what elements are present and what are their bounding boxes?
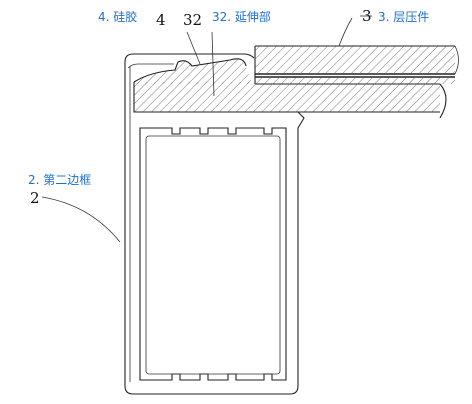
silicone-part (133, 58, 252, 84)
label-silicone-number: 4 (156, 11, 166, 29)
label-laminate-number: 3 (362, 7, 372, 25)
label-extension-blue: 32. 延伸部 (212, 9, 271, 24)
label-second-frame-blue: 2. 第二边框 (28, 173, 91, 187)
label-extension-number: 32 (183, 11, 202, 29)
leader-extension (211, 31, 215, 97)
second-frame-part (124, 53, 305, 395)
label-second-frame-number: 2 (30, 189, 40, 207)
label-laminate-blue: 3. 层压件 (378, 10, 429, 24)
leader-lines (41, 15, 372, 243)
leader-second-frame (41, 196, 121, 243)
extension-part (133, 82, 440, 113)
laminate-part (254, 45, 459, 119)
leader-laminate (338, 17, 353, 47)
leader-silicone (186, 31, 201, 65)
label-silicone-blue: 4. 硅胶 (98, 9, 137, 24)
